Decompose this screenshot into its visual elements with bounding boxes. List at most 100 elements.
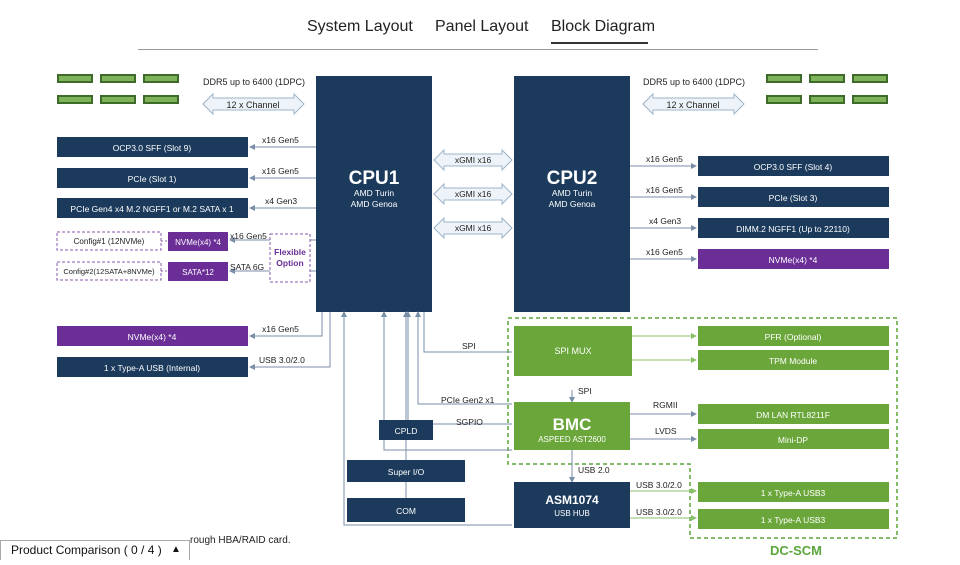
cpu1-block [316, 76, 432, 312]
tabs-divider [138, 49, 818, 50]
nvme-left-label: NVMe(x4) *4 [128, 332, 177, 342]
tab-panel-layout[interactable]: Panel Layout [435, 18, 529, 35]
usb-internal-box [57, 357, 248, 377]
usb-internal-label: 1 x Type-A USB (Internal) [104, 363, 200, 373]
super-io-block [347, 460, 465, 482]
spi-mux-block [514, 326, 632, 376]
flex-nvme-link: x16 Gen5 [230, 231, 267, 241]
slot-ocp-right-link: x16 Gen5 [646, 154, 683, 164]
cpu1-title: CPU1 [349, 168, 400, 189]
usb3-block-1 [698, 482, 889, 502]
bmc-lvds-link: LVDS [655, 426, 677, 436]
nvme-right-box [698, 249, 889, 269]
spi-down-link: SPI [578, 386, 592, 396]
tab-bar: System Layout Panel Layout Block Diagram [0, 0, 960, 52]
nvme-right-label: NVMe(x4) *4 [769, 255, 818, 265]
bmc-title: BMC [553, 415, 592, 434]
channel-arrow-right [642, 92, 745, 116]
nvme-left-link: x16 Gen5 [262, 324, 299, 334]
slot-pcie3-link: x16 Gen5 [646, 185, 683, 195]
tab-system-layout[interactable]: System Layout [307, 18, 413, 35]
dcscm-label: DC-SCM [770, 543, 822, 558]
config2-label: Config#2(12SATA+8NVMe) [63, 267, 155, 276]
spi-left-link: SPI [462, 341, 476, 351]
slot-ocp-left [57, 137, 248, 157]
channel-arrow-left [202, 92, 305, 116]
minidp-block [698, 429, 889, 449]
usb3-label-1: 1 x Type-A USB3 [761, 488, 826, 498]
slot-dimm2 [698, 218, 889, 238]
footnote: rough HBA/RAID card. [190, 535, 291, 546]
chevron-up-icon[interactable]: ▲ [171, 544, 181, 555]
usb-internal-link: USB 3.0/2.0 [259, 355, 305, 365]
bmc-pcie-link: PCIe Gen2 x1 [441, 395, 495, 405]
tpm-block [698, 350, 889, 370]
flex-nvme-label: NVMe(x4) *4 [175, 238, 221, 247]
bmc-sgpio-link: SGPIO [456, 417, 483, 427]
product-comparison-bar[interactable]: Product Comparison ( 0 / 4 ) ▲ [0, 540, 190, 560]
nvme-right-link: x16 Gen5 [646, 247, 683, 257]
usb3-link-2: USB 3.0/2.0 [636, 507, 682, 517]
flex-sata-box [168, 262, 228, 281]
cpu1-lower-links [341, 311, 697, 526]
cpu2-line1: AMD Turin [552, 188, 592, 198]
pfr-label: PFR (Optional) [765, 332, 822, 342]
lan-label: DM LAN RTL8211F [756, 410, 830, 420]
flex-nvme-box [168, 232, 228, 251]
flexible-option-box [269, 233, 311, 283]
bmc-rgmii-link: RGMII [653, 400, 678, 410]
cpu1-line2: AMD Genoa [351, 199, 398, 209]
config1-label: Config#1 (12NVMe) [74, 237, 145, 246]
usb3-link-1: USB 3.0/2.0 [636, 480, 682, 490]
bmc-block [514, 402, 630, 450]
xgmi-label-3: xGMI x16 [455, 223, 492, 233]
cpu1-line1: AMD Turin [354, 188, 394, 198]
pfr-block [698, 326, 889, 346]
slot-dimm2-link: x4 Gen3 [649, 216, 681, 226]
slot-ocp-right [698, 156, 889, 176]
xgmi-links [433, 148, 513, 240]
bmc-subtitle: ASPEED AST2600 [538, 435, 606, 444]
usb3-label-2: 1 x Type-A USB3 [761, 515, 826, 525]
tab-block-diagram[interactable]: Block Diagram [551, 18, 656, 35]
flexible-option-line2: Option [276, 258, 303, 268]
flex-sata-link: SATA 6G [230, 262, 264, 272]
slot-m2-label: PCIe Gen4 x4 M.2 NGFF1 or M.2 SATA x 1 [70, 204, 233, 214]
dcscm-region [507, 317, 898, 539]
nvme-left-box [57, 326, 248, 346]
slot-ocp-left-label: OCP3.0 SFF (Slot 9) [113, 143, 192, 153]
asm1074-title: ASM1074 [545, 493, 599, 507]
super-io-label: Super I/O [388, 467, 425, 477]
cpu2-block [514, 76, 630, 312]
xgmi-label-1: xGMI x16 [455, 155, 492, 165]
flex-sata-label: SATA*12 [182, 268, 214, 277]
slot-m2-link: x4 Gen3 [265, 196, 297, 206]
spi-mux-label: SPI MUX [554, 346, 591, 356]
slot-ocp-left-link: x16 Gen5 [262, 135, 299, 145]
minidp-label: Mini-DP [778, 435, 809, 445]
dcscm-links [630, 333, 697, 521]
channel-label-right: 12 x Channel [666, 100, 719, 110]
block-diagram: DDR5 up to 6400 (1DPC) 12 x Channel DDR5… [0, 52, 960, 560]
slot-pcie1 [57, 168, 248, 188]
asm1074-block [514, 482, 630, 528]
com-label: COM [396, 506, 416, 516]
slot-ocp-right-label: OCP3.0 SFF (Slot 4) [754, 162, 833, 172]
active-tab-indicator [551, 42, 648, 44]
bmc-usb-link: USB 2.0 [578, 465, 610, 475]
product-comparison-label[interactable]: Product Comparison ( 0 / 4 ) [11, 543, 162, 557]
cpu2-line2: AMD Genoa [549, 199, 596, 209]
xgmi-label-2: xGMI x16 [455, 189, 492, 199]
slot-pcie3-label: PCIe (Slot 3) [769, 193, 818, 203]
flexible-option-line1: Flexible [274, 247, 306, 257]
block-diagram-canvas: DDR5 up to 6400 (1DPC) 12 x Channel DDR5… [56, 74, 898, 558]
dimm-icons-left [57, 74, 179, 104]
lan-block [698, 404, 889, 424]
asm1074-subtitle: USB HUB [554, 509, 590, 518]
tpm-label: TPM Module [769, 356, 817, 366]
ddr-label-left: DDR5 up to 6400 (1DPC) [203, 77, 305, 87]
dimm-icons-right [766, 74, 888, 104]
slot-pcie1-link: x16 Gen5 [262, 166, 299, 176]
slot-dimm2-label: DIMM.2 NGFF1 (Up to 22110) [736, 224, 850, 234]
channel-label-left: 12 x Channel [226, 100, 279, 110]
